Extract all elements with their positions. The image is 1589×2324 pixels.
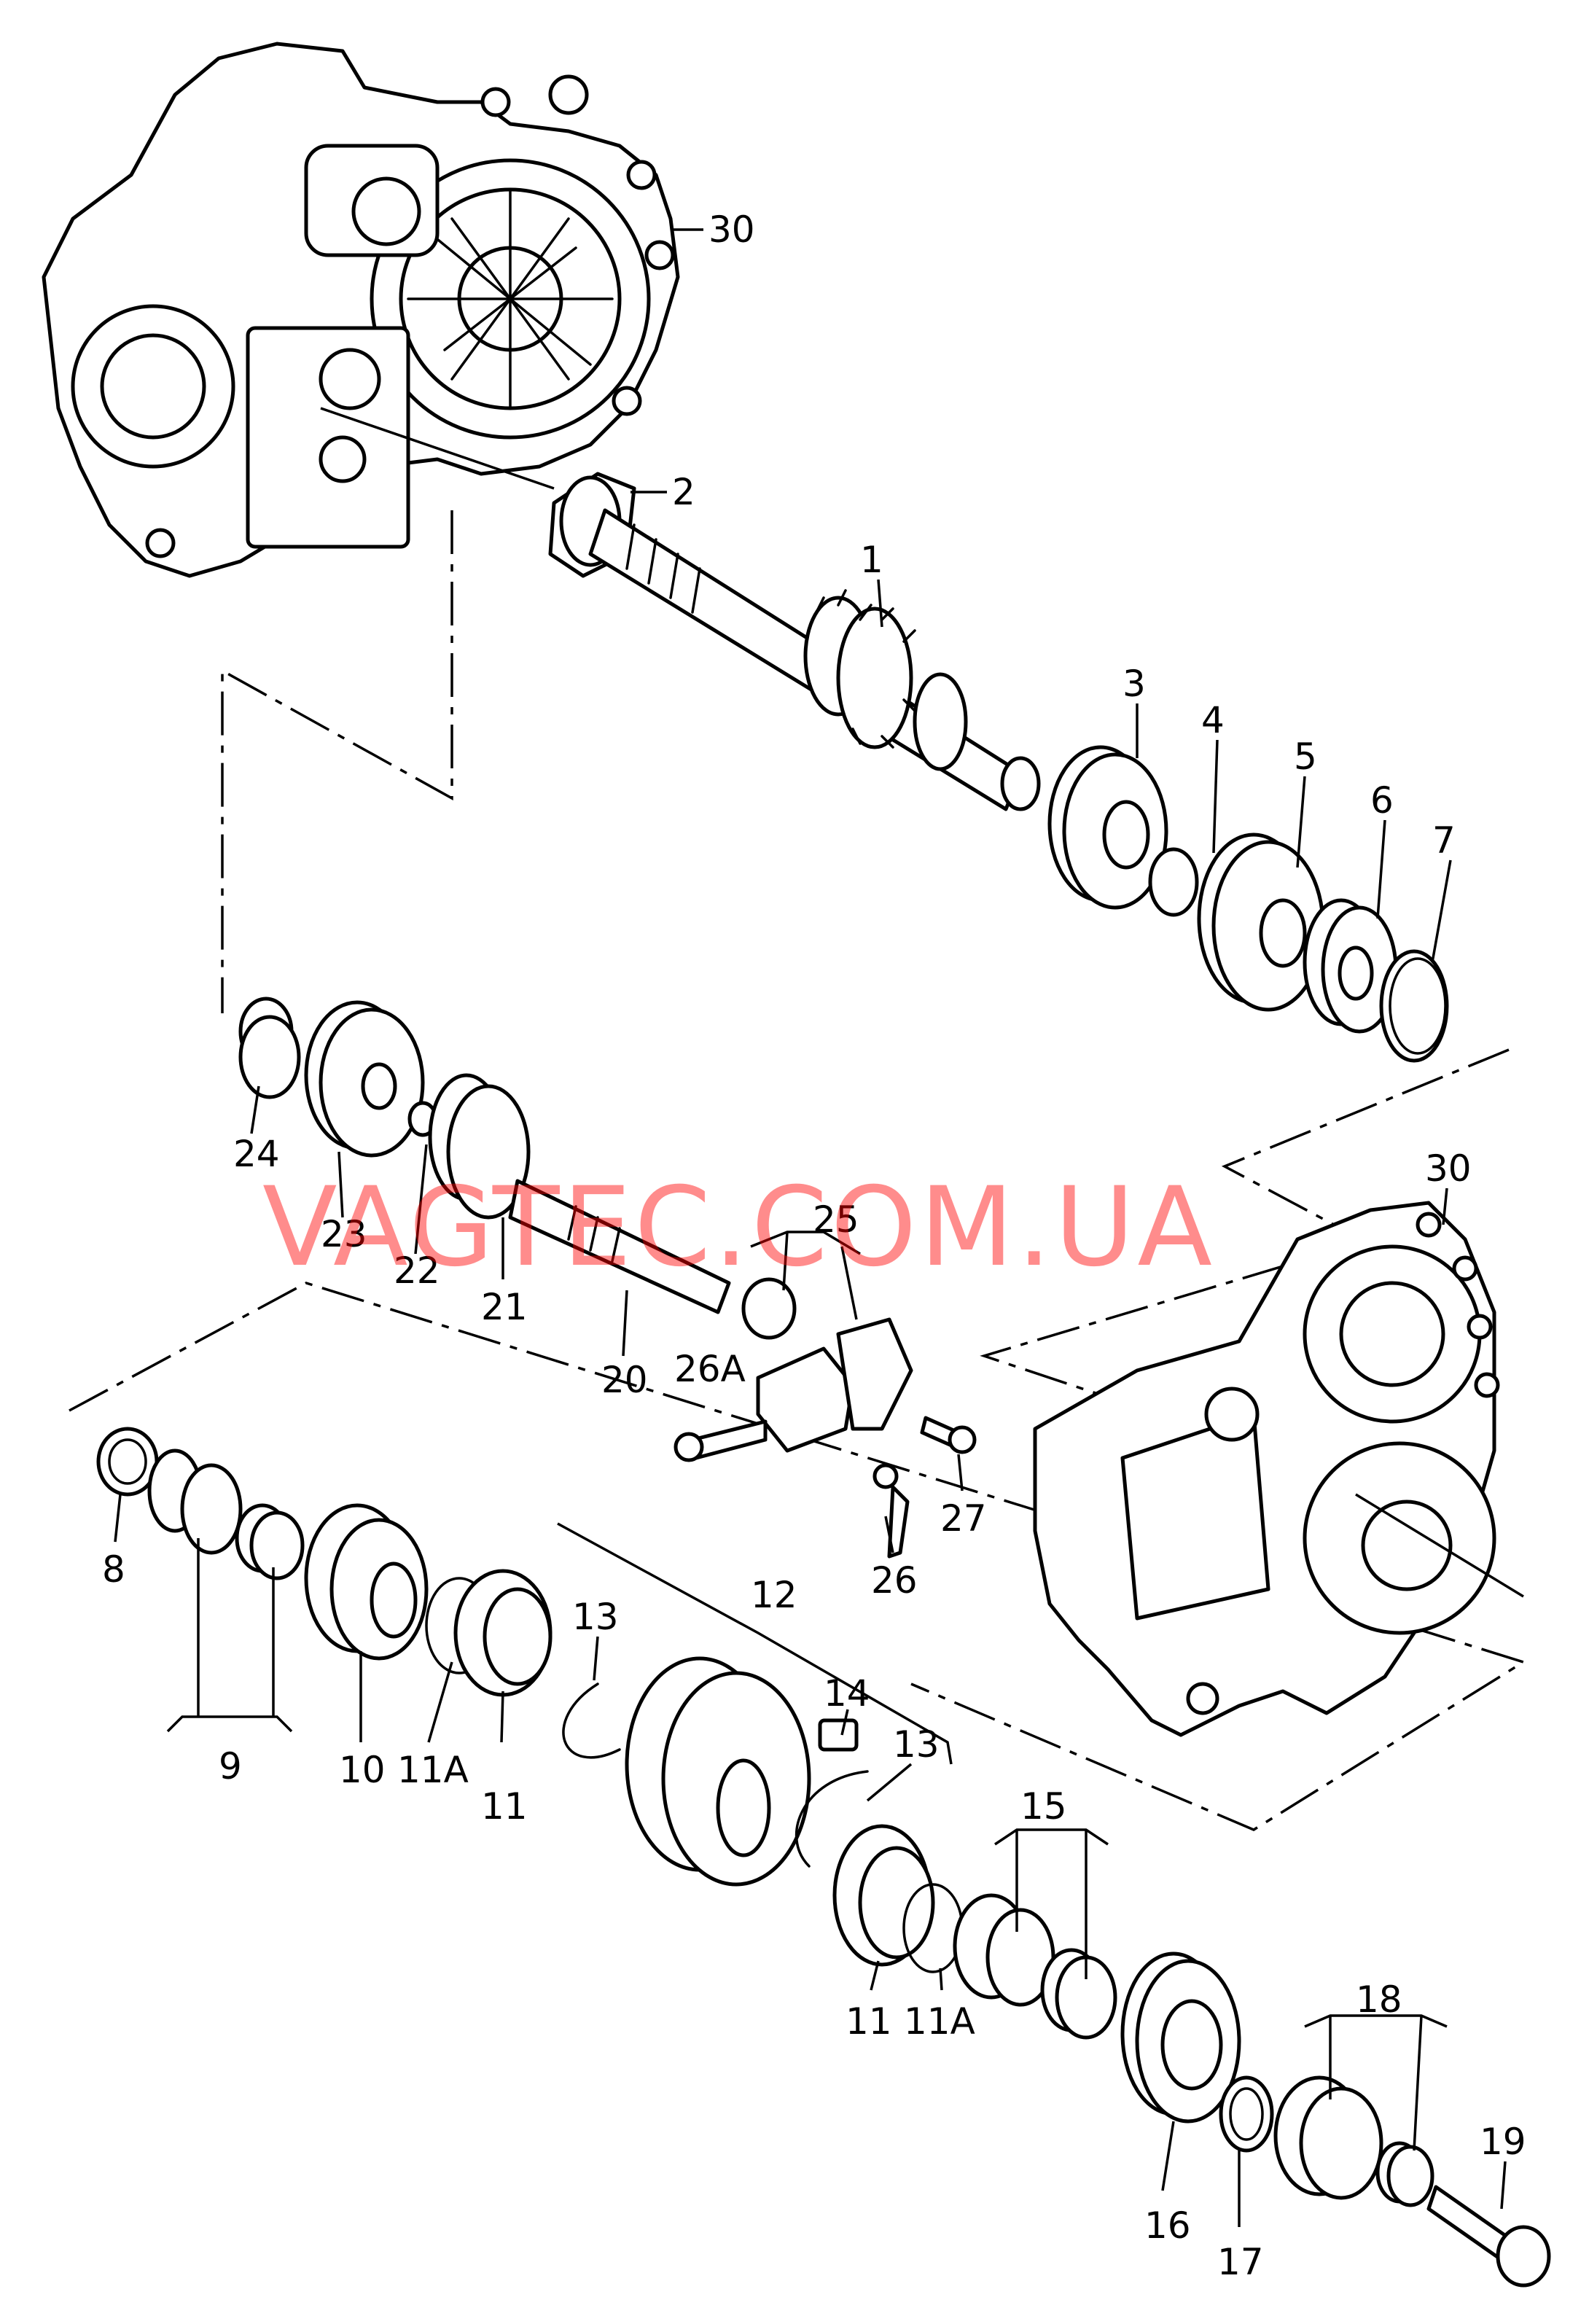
output-shaft-assembly	[238, 997, 731, 1314]
callout-22: 22	[394, 1249, 440, 1292]
callout-11A-right: 11A	[904, 2000, 975, 2043]
callout-11A-left: 11A	[397, 1749, 469, 1791]
callout-12: 12	[751, 1574, 797, 1616]
shift-fork-assembly	[674, 1277, 977, 1559]
gearbox-housing-top	[42, 42, 680, 578]
callout-14: 14	[824, 1672, 870, 1715]
callout-26: 26	[871, 1559, 918, 1602]
second-gear-assembly	[96, 1427, 1551, 2288]
callout-9: 9	[219, 1745, 242, 1787]
assembly-boundary-lines	[69, 510, 1527, 1831]
callout-23: 23	[321, 1213, 367, 1255]
input-gear-set	[1047, 745, 1449, 1063]
callout-6: 6	[1370, 779, 1394, 822]
callout-leaders	[114, 228, 1507, 2227]
gearbox-housing-bottom	[1033, 1201, 1524, 1737]
callout-19: 19	[1480, 2121, 1526, 2163]
callout-17: 17	[1217, 2241, 1264, 2283]
callout-7: 7	[1432, 819, 1456, 862]
callout-18: 18	[1356, 1978, 1402, 2021]
callout-4: 4	[1201, 699, 1225, 741]
callout-1: 1	[860, 539, 883, 581]
callout-24: 24	[233, 1133, 280, 1175]
callout-11-right: 11	[846, 2000, 892, 2043]
input-shaft-assembly	[548, 472, 1041, 811]
callout-13-right: 13	[893, 1723, 940, 1766]
callout-11-left: 11	[481, 1785, 528, 1828]
callout-16: 16	[1144, 2204, 1191, 2247]
callout-2: 2	[672, 471, 695, 513]
callout-25: 25	[813, 1198, 859, 1241]
callout-8: 8	[102, 1548, 125, 1591]
callout-30-bottom: 30	[1425, 1147, 1472, 1190]
watermark-text: VAGTEC.COM.UA	[262, 1164, 1215, 1291]
callout-30-top: 30	[708, 208, 755, 251]
callout-labels: 30 2 1 3 4 5 6 7 24 23 22 21 20 25 26A 2…	[102, 208, 1526, 2283]
callout-5: 5	[1294, 736, 1317, 778]
callout-15: 15	[1020, 1785, 1067, 1828]
callout-20: 20	[601, 1359, 648, 1401]
callout-21: 21	[481, 1286, 528, 1328]
callout-3: 3	[1123, 663, 1146, 705]
callout-27: 27	[940, 1497, 987, 1540]
callout-10: 10	[339, 1749, 386, 1791]
callout-26A: 26A	[674, 1348, 746, 1390]
callout-13-left: 13	[572, 1596, 619, 1638]
